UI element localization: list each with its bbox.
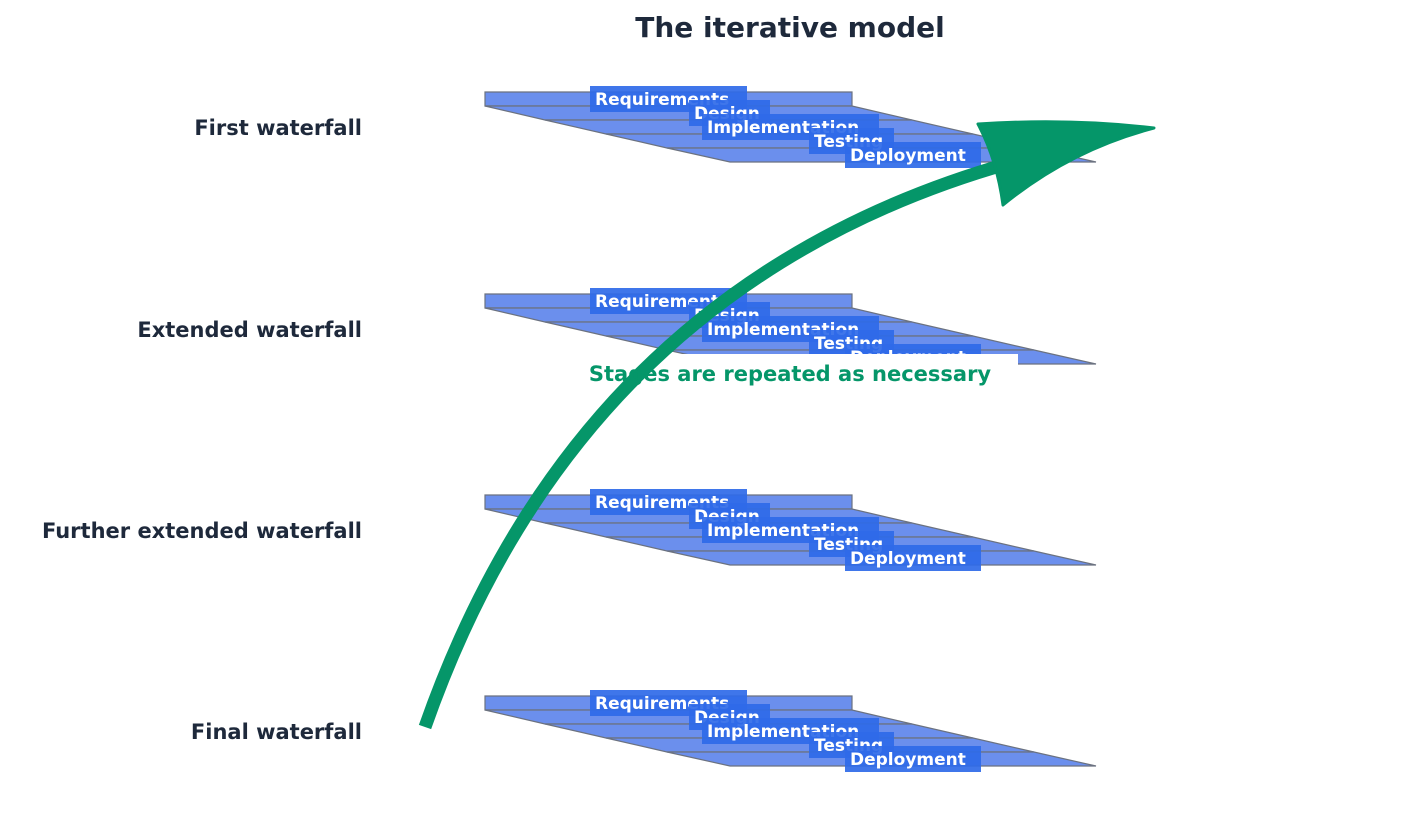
iteration-arrow-shaft: [418, 156, 1012, 730]
stage-label: Deployment: [850, 549, 966, 569]
row-label: Further extended waterfall: [42, 519, 362, 543]
stage-label: Deployment: [850, 146, 966, 166]
row-label: First waterfall: [194, 116, 362, 140]
iteration-arrow-head: [976, 120, 1156, 207]
waterfall-row: Final waterfallRequirementsDesignImpleme…: [191, 690, 1097, 772]
iteration-annotation: Stages are repeated as necessary: [589, 362, 992, 386]
diagram-title: The iterative model: [635, 11, 944, 44]
stage-label-box: [845, 545, 981, 571]
waterfall-row: Further extended waterfallRequirementsDe…: [42, 489, 1097, 571]
iteration-arrow: [418, 120, 1156, 730]
waterfall-row: Extended waterfallRequirementsDesignImpl…: [137, 288, 1097, 370]
row-label: Final waterfall: [191, 720, 362, 744]
stage-label-box: [845, 746, 981, 772]
stage-label: Deployment: [850, 750, 966, 770]
row-label: Extended waterfall: [137, 318, 362, 342]
waterfall-row: First waterfallRequirementsDesignImpleme…: [194, 86, 1097, 168]
waterfall-rows: First waterfallRequirementsDesignImpleme…: [42, 86, 1097, 772]
stage-label-box: [845, 142, 981, 168]
